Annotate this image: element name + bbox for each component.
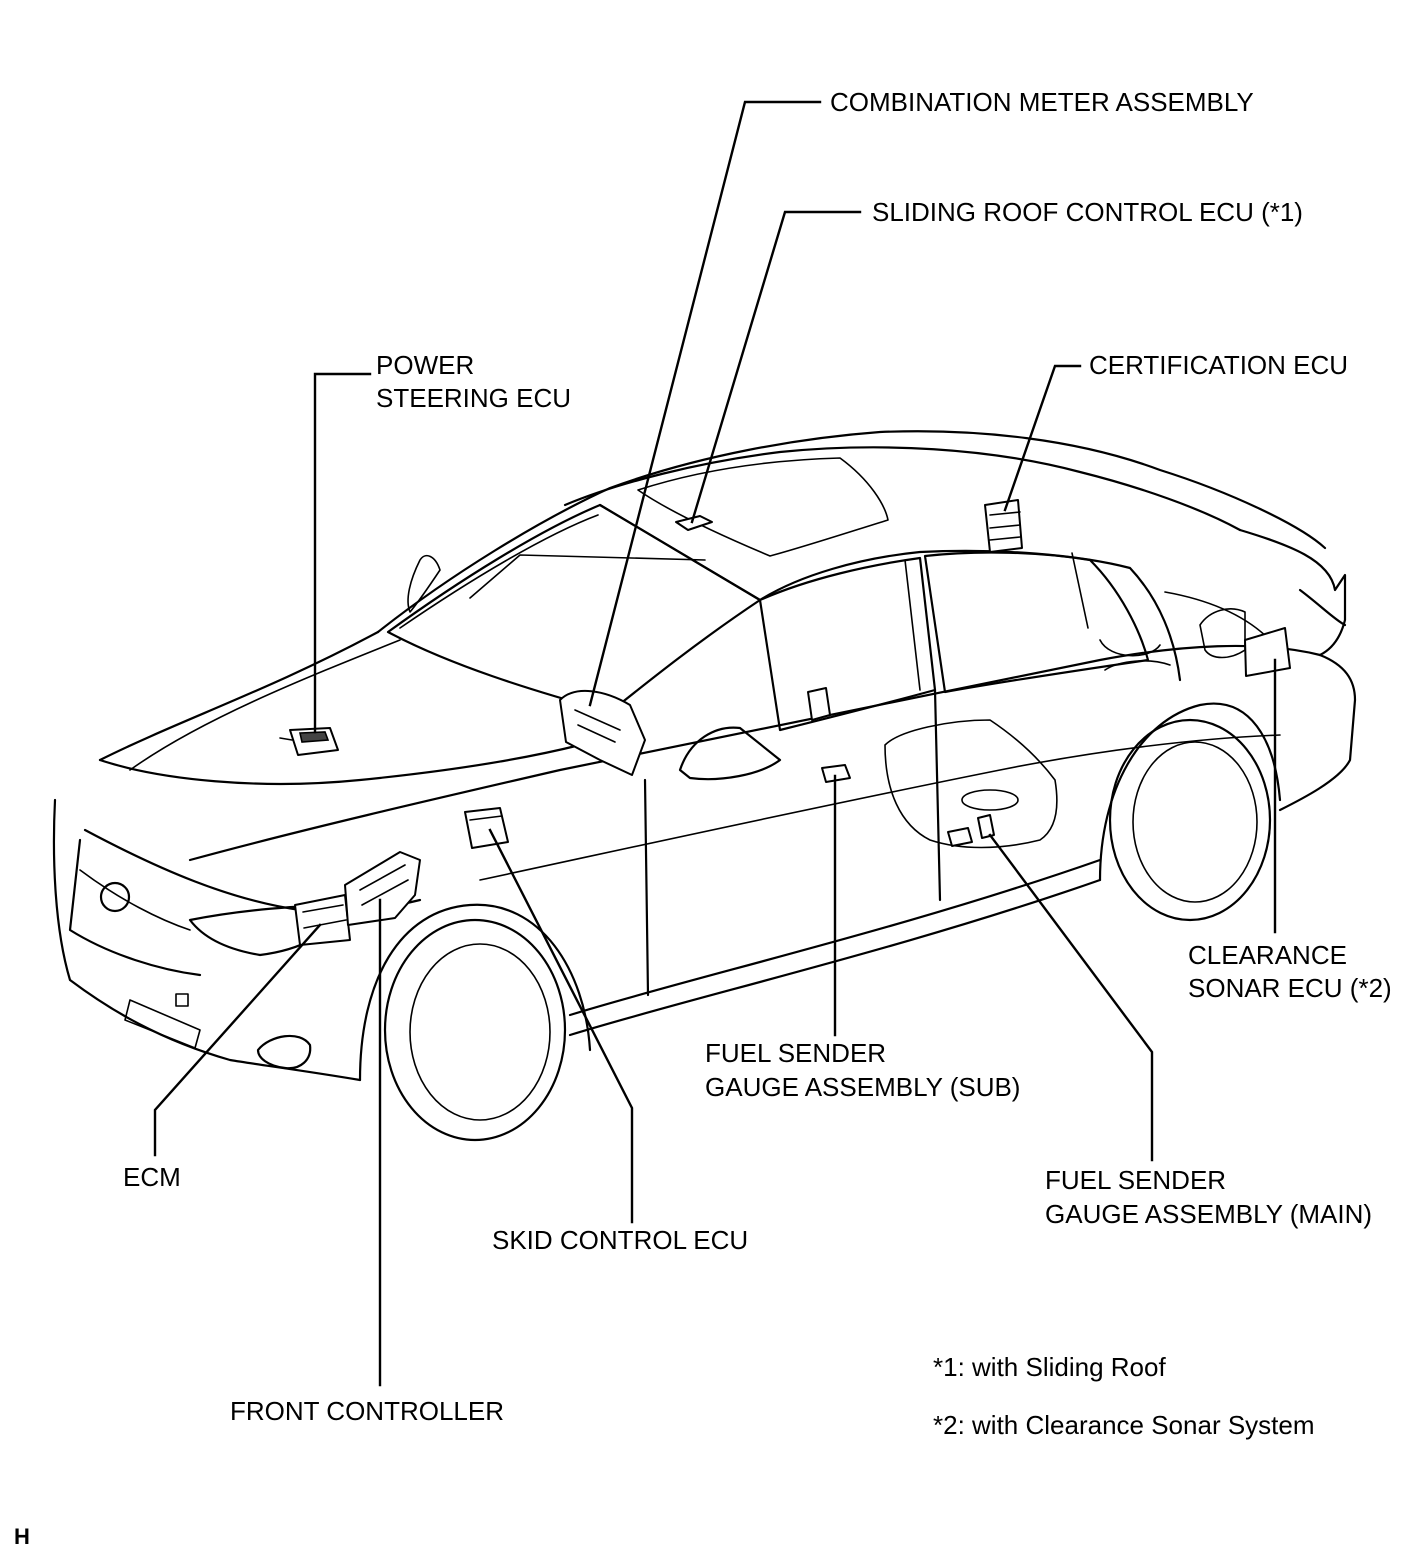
label-fuel-sub-line1: FUEL SENDER [705, 1038, 886, 1068]
label-sliding-roof-ecu: SLIDING ROOF CONTROL ECU (*1) [872, 197, 1303, 227]
component-certification-ecu [984, 499, 1023, 553]
note-sliding-roof: *1: with Sliding Roof [933, 1352, 1166, 1382]
label-fuel-main-line2: GAUGE ASSEMBLY (MAIN) [1045, 1199, 1372, 1229]
component-skid-control-ecu [464, 807, 509, 849]
component-combination-meter [559, 689, 646, 776]
leader-fuel-sender-main [988, 833, 1154, 1162]
component-ecm [294, 894, 351, 946]
corner-mark: H [14, 1524, 30, 1549]
component-fuel-sender-main [947, 814, 995, 847]
label-combination-meter: COMBINATION METER ASSEMBLY [830, 87, 1254, 117]
component-labels: COMBINATION METER ASSEMBLY SLIDING ROOF … [123, 87, 1392, 1426]
component-front-controller [344, 851, 421, 926]
label-skid-control-ecu: SKID CONTROL ECU [492, 1225, 748, 1255]
label-clearance-sonar-line2: SONAR ECU (*2) [1188, 973, 1392, 1003]
component-fuel-sender-sub [807, 687, 851, 783]
label-ecm: ECM [123, 1162, 181, 1192]
leader-combination-meter [588, 100, 822, 707]
leader-certification-ecu [1003, 364, 1082, 512]
car-body [52, 430, 1357, 1142]
label-power-steering-ecu-line1: POWER [376, 350, 474, 380]
label-front-controller: FRONT CONTROLLER [230, 1396, 504, 1426]
component-power-steering-ecu [279, 727, 339, 756]
label-fuel-main-line1: FUEL SENDER [1045, 1165, 1226, 1195]
label-clearance-sonar-line1: CLEARANCE [1188, 940, 1347, 970]
leader-skid-control-ecu [488, 828, 634, 1224]
leader-lines [153, 100, 1277, 1387]
label-power-steering-ecu-line2: STEERING ECU [376, 383, 571, 413]
leader-sliding-roof-ecu [690, 210, 862, 524]
note-clearance-sonar: *2: with Clearance Sonar System [933, 1410, 1315, 1440]
leader-ecm [153, 923, 322, 1157]
component-clearance-sonar-ecu [1244, 627, 1291, 677]
label-fuel-sub-line2: GAUGE ASSEMBLY (SUB) [705, 1072, 1020, 1102]
label-certification-ecu: CERTIFICATION ECU [1089, 350, 1348, 380]
footnotes: *1: with Sliding Roof *2: with Clearance… [933, 1352, 1315, 1440]
leader-power-steering-ecu [313, 372, 372, 734]
